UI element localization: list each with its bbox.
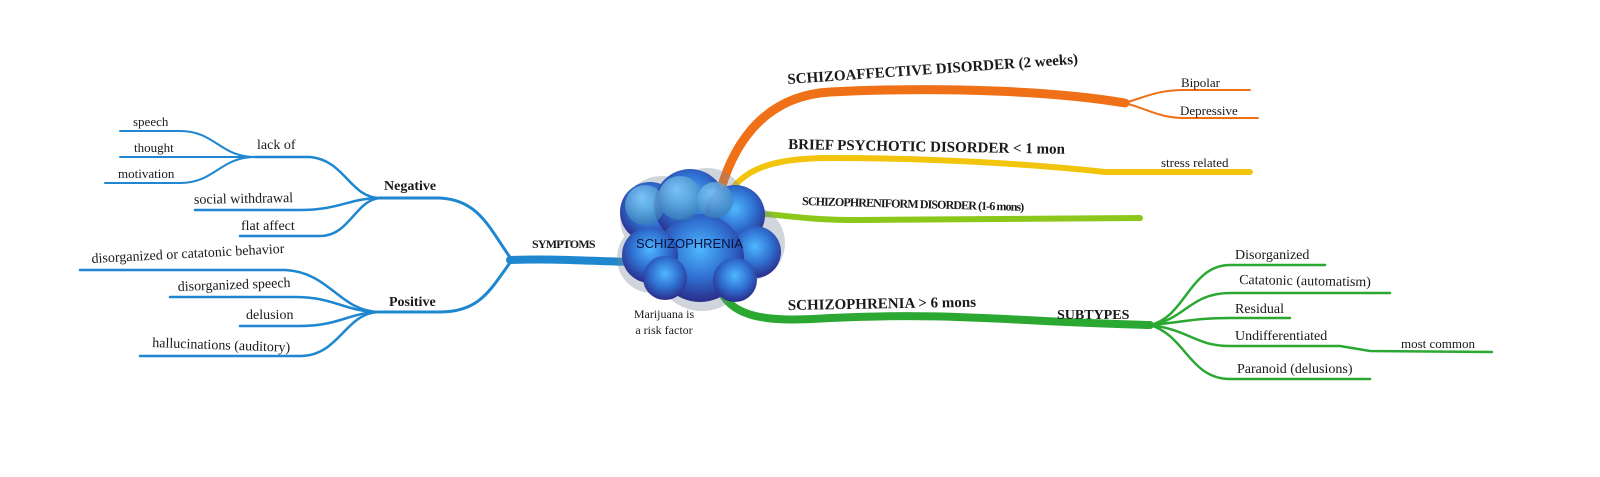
lack-of-item-motivation[interactable]: motivation xyxy=(118,166,175,181)
undifferentiated-note[interactable]: most common xyxy=(1401,336,1476,351)
brief-psychotic-branch-lines xyxy=(722,154,1253,203)
symptoms-branch-lines xyxy=(78,130,644,358)
schizophreniform-branch-lines xyxy=(757,211,1143,224)
subtype-disorganized[interactable]: Disorganized xyxy=(1235,248,1310,263)
negative-item-flat-affect[interactable]: flat affect xyxy=(241,219,295,234)
positive-item-delusion[interactable]: delusion xyxy=(246,308,294,323)
subtype-undifferentiated[interactable]: Undifferentiated xyxy=(1235,329,1328,344)
schizoaffective-branch-lines xyxy=(713,85,1259,205)
lack-of-item-thought[interactable]: thought xyxy=(134,140,174,155)
schizoaffective-item-bipolar[interactable]: Bipolar xyxy=(1181,75,1220,90)
central-cloud xyxy=(617,168,785,311)
central-topic-title[interactable]: SCHIZOPHRENIA xyxy=(636,236,743,251)
lack-of-node[interactable]: lack of xyxy=(257,138,296,153)
central-note: Marijuana is a risk factor xyxy=(628,306,700,338)
symptoms-node[interactable]: SYMPTOMS xyxy=(532,237,596,251)
subtype-paranoid[interactable]: Paranoid (delusions) xyxy=(1237,362,1353,377)
central-note-line2: a risk factor xyxy=(635,323,693,337)
schizoaffective-item-depressive[interactable]: Depressive xyxy=(1180,103,1238,118)
negative-node[interactable]: Negative xyxy=(384,179,437,194)
subtype-catatonic[interactable]: Catatonic (automatism) xyxy=(1239,273,1372,291)
central-note-line1: Marijuana is xyxy=(633,307,695,321)
subtype-residual[interactable]: Residual xyxy=(1235,302,1284,317)
brief-psychotic-item-stress[interactable]: stress related xyxy=(1161,155,1229,170)
schizophrenia-long-branch-lines xyxy=(714,263,1494,381)
subtypes-node[interactable]: SUBTYPES xyxy=(1057,308,1130,323)
positive-node[interactable]: Positive xyxy=(389,295,436,310)
lack-of-item-speech[interactable]: speech xyxy=(133,114,169,129)
negative-item-social-withdrawal[interactable]: social withdrawal xyxy=(193,191,294,208)
